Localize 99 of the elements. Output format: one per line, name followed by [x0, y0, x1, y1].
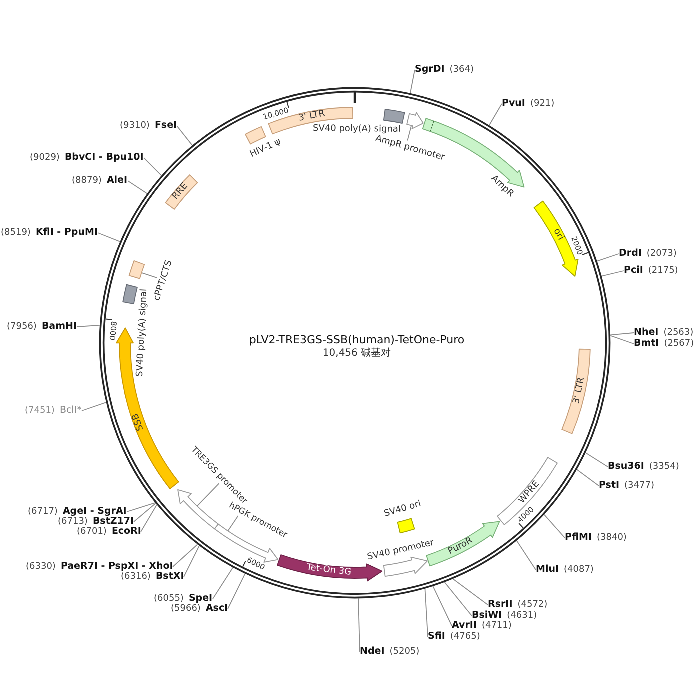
feature-label: SV40 poly(A) signal	[313, 124, 402, 134]
cut-position: (3840)	[597, 534, 627, 543]
leader-line	[544, 514, 566, 538]
leader-line	[407, 126, 412, 142]
enzyme-name: BmtI	[634, 339, 660, 348]
leader-line	[228, 515, 239, 532]
leader-line	[452, 578, 488, 606]
cut-position: (8879)	[72, 177, 102, 186]
leader-line	[432, 586, 452, 626]
leader-line	[516, 540, 536, 570]
feature-label: 3' LTR	[298, 110, 326, 124]
enzyme-name: Bsu36I	[608, 462, 644, 472]
enzyme-name: PaeR7I - PspXI - XhoI	[60, 562, 174, 572]
enzyme-name: DrdI	[619, 249, 642, 258]
enzyme-name: AvrII	[452, 621, 477, 630]
cut-position: (2567)	[664, 340, 694, 349]
enzyme-name: BstXI	[156, 572, 184, 582]
cut-position: (7451)	[25, 407, 55, 416]
enzyme-name: BsiWI	[472, 611, 502, 620]
feature-label: Tet-On 3G	[306, 564, 352, 578]
cut-position: (3354)	[649, 463, 680, 472]
leader-line	[98, 232, 121, 242]
leader-line	[576, 469, 600, 486]
enzyme-name: AscI	[206, 604, 228, 614]
cut-position: (4765)	[450, 633, 480, 642]
cut-position: (8519)	[1, 229, 31, 238]
enzyme-name: AleI	[106, 176, 128, 186]
enzyme-name: NdeI	[360, 647, 385, 656]
leader-line	[444, 582, 472, 616]
leader-line	[488, 104, 502, 126]
cut-position: (4631)	[507, 612, 538, 621]
leader-line	[610, 335, 634, 344]
cut-position: (4572)	[518, 601, 548, 610]
feature-label: SSB	[132, 412, 146, 432]
leader-line	[596, 254, 620, 262]
enzyme-name: MluI	[536, 565, 560, 574]
cut-position: (6701)	[77, 528, 107, 537]
feature-label: SV40 poly(A) signal	[136, 288, 150, 377]
leader-line	[142, 272, 158, 278]
feature-label: SV40 ori	[384, 500, 422, 520]
plasmid-length: 10,456 碱基对	[322, 349, 392, 359]
cut-position: (5205)	[390, 648, 420, 657]
enzyme-name: PstI	[599, 481, 620, 490]
enzyme-name: FseI	[154, 121, 178, 130]
enzyme-name: PvuI	[502, 99, 526, 108]
enzyme-name: SgrDI	[415, 65, 445, 74]
cut-position: (9029)	[30, 154, 60, 163]
cut-position: (6713)	[58, 518, 88, 527]
enzyme-name: PflMI	[565, 533, 592, 542]
leader-line	[228, 574, 246, 610]
enzyme-name: BamHI	[42, 322, 77, 332]
cut-position: (3477)	[624, 482, 654, 491]
leader-line	[76, 325, 100, 328]
plasmid-name: pLV2-TRE3GS-SSB(human)-TetOne-Puro	[249, 334, 465, 346]
cut-position: (6717)	[28, 508, 58, 517]
enzyme-name: KflI - PpuMI	[36, 228, 98, 238]
leader-line	[197, 483, 220, 506]
enzyme-name: RsrII	[488, 600, 513, 610]
enzyme-name: SfiI	[428, 632, 446, 642]
leader-line	[410, 70, 416, 94]
enzyme-name: PciI	[624, 266, 644, 276]
feature-label: 3' LTR	[572, 376, 588, 405]
cut-position: (364)	[450, 66, 474, 75]
leader-line	[126, 502, 156, 512]
cut-position: (2563)	[664, 329, 694, 338]
enzyme-name: BclI*	[60, 406, 82, 416]
leader-line	[212, 567, 234, 600]
cut-position: (4087)	[564, 566, 594, 575]
cut-position: (7956)	[7, 323, 37, 332]
cut-position: (6055)	[154, 595, 184, 604]
enzyme-name: BstZ17I	[92, 517, 134, 526]
enzyme-name: EcoRI	[112, 527, 142, 536]
leader-line	[184, 546, 200, 578]
leader-line	[424, 588, 428, 638]
feature-label: HIV-1 ψ	[250, 138, 284, 160]
feature-label: ori	[551, 228, 565, 242]
leader-line	[144, 158, 162, 176]
leader-line	[176, 126, 193, 146]
leader-line	[140, 504, 158, 532]
leader-line	[128, 180, 148, 194]
leader-line	[601, 270, 624, 277]
leader-line	[172, 544, 198, 568]
cut-position: (6330)	[26, 563, 56, 572]
cut-position: (2175)	[648, 267, 678, 276]
leader-line	[358, 598, 360, 652]
leader-line	[610, 332, 634, 336]
enzyme-name: SpeI	[188, 594, 213, 604]
cut-position: (2073)	[646, 250, 677, 259]
enzyme-name: AgeI - SgrAI	[62, 507, 127, 516]
cut-position: (921)	[530, 100, 555, 109]
cut-position: (4711)	[482, 622, 512, 631]
leader-line	[585, 452, 608, 468]
cut-position: (6316)	[121, 573, 151, 582]
enzyme-name: BbvCI - Bpu10I	[64, 153, 144, 162]
leader-line	[82, 402, 107, 412]
cut-position: (5966)	[171, 605, 201, 614]
leader-line	[134, 503, 156, 522]
cut-position: (9310)	[120, 122, 150, 131]
enzyme-name: NheI	[634, 328, 659, 338]
